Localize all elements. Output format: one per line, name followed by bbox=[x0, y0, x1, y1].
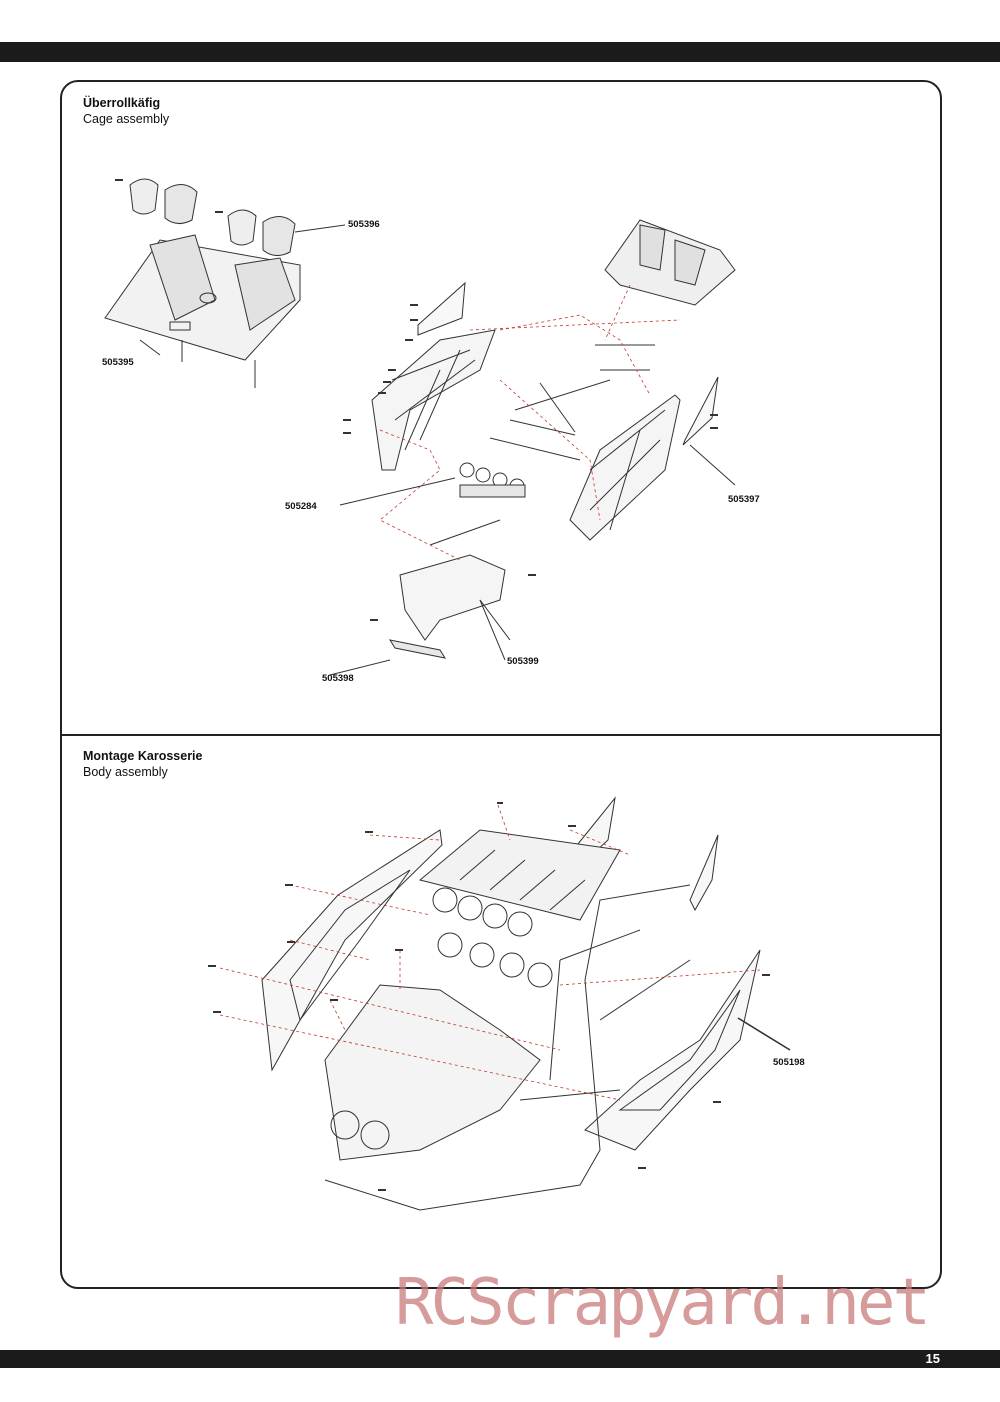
part-number-505395: 505395 bbox=[102, 357, 134, 368]
page-number: 15 bbox=[925, 1351, 940, 1366]
part-number-505397: 505397 bbox=[728, 494, 760, 505]
part-number-505284: 505284 bbox=[285, 501, 317, 512]
top-bar bbox=[0, 42, 1000, 62]
part-number-505398: 505398 bbox=[322, 673, 354, 684]
watermark: RCScrapyard.net bbox=[395, 1266, 931, 1340]
part-number-505198: 505198 bbox=[773, 1057, 805, 1068]
part-number-505399: 505399 bbox=[507, 656, 539, 667]
cage-title-de: Überrollkäfig bbox=[83, 96, 161, 110]
body-title-en: Body assembly bbox=[83, 765, 168, 779]
part-number-505396: 505396 bbox=[348, 219, 380, 230]
bottom-bar: 15 bbox=[0, 1350, 1000, 1368]
section-body-title: Montage Karosserie Body assembly bbox=[83, 748, 202, 780]
cage-title-en: Cage assembly bbox=[83, 112, 170, 126]
body-assembly-drawing bbox=[208, 796, 791, 1211]
page-frame bbox=[60, 80, 942, 1289]
cross-bars bbox=[489, 344, 655, 461]
body-title-de: Montage Karosserie bbox=[83, 749, 203, 763]
left-cage-side bbox=[371, 281, 496, 471]
seat-tray-drawing bbox=[104, 178, 346, 388]
front-cage bbox=[329, 519, 506, 676]
dash-lights bbox=[339, 462, 526, 506]
right-cage-side bbox=[569, 376, 719, 541]
top-seat-assembly bbox=[604, 219, 736, 306]
section-cage-title: Überrollkäfig Cage assembly bbox=[83, 95, 169, 127]
section-divider bbox=[60, 734, 940, 736]
